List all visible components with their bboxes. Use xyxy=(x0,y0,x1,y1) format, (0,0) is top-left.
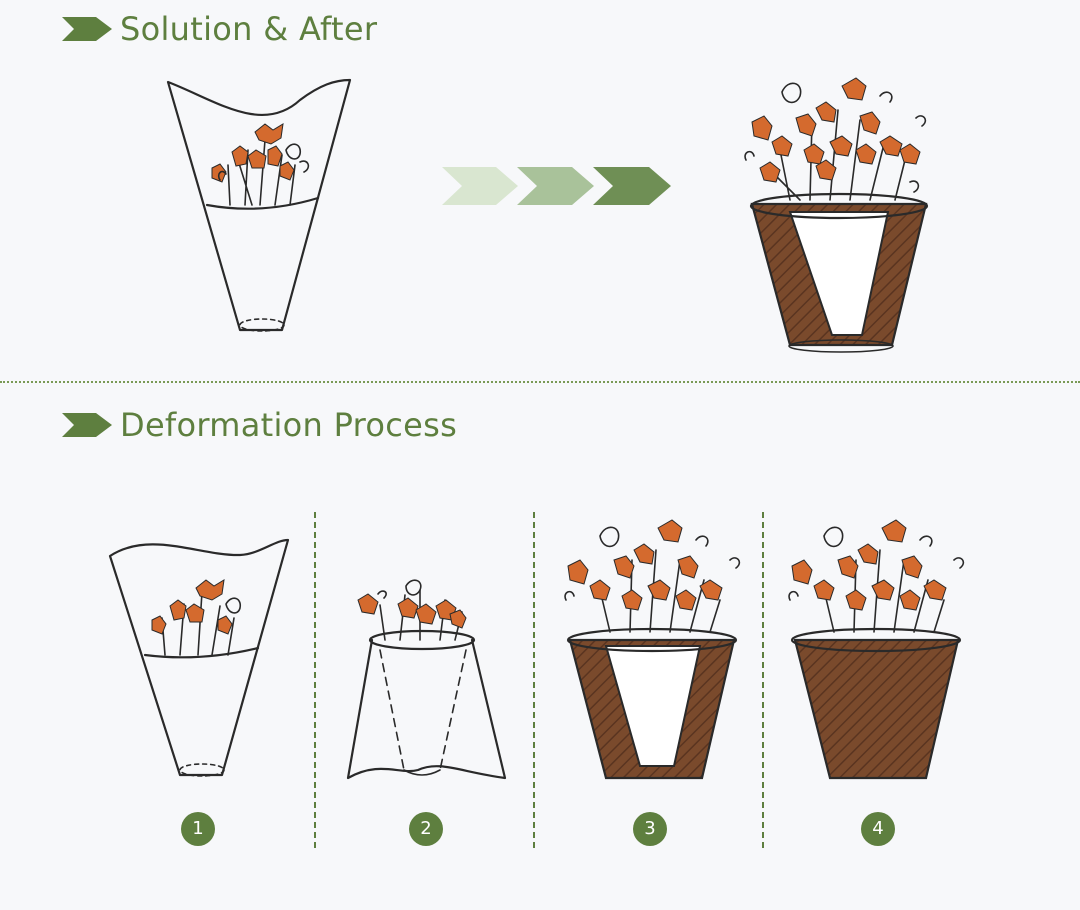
planter-after-illustration xyxy=(745,78,927,352)
step1-illustration xyxy=(110,540,288,776)
step-number-1: 1 xyxy=(181,812,215,846)
step-separator xyxy=(314,512,316,848)
sleeve-before-illustration xyxy=(168,80,350,331)
step2-illustration xyxy=(348,580,505,778)
step-separator xyxy=(533,512,535,848)
step-number-4: 4 xyxy=(861,812,895,846)
step-separator xyxy=(762,512,764,848)
progress-arrows-icon xyxy=(442,167,671,205)
step-number-3: 3 xyxy=(633,812,667,846)
bouquet-flowers xyxy=(212,124,308,205)
planter-flowers xyxy=(745,78,925,200)
step4-illustration xyxy=(789,520,963,778)
step3-illustration xyxy=(565,520,739,778)
step-number-2: 2 xyxy=(409,812,443,846)
